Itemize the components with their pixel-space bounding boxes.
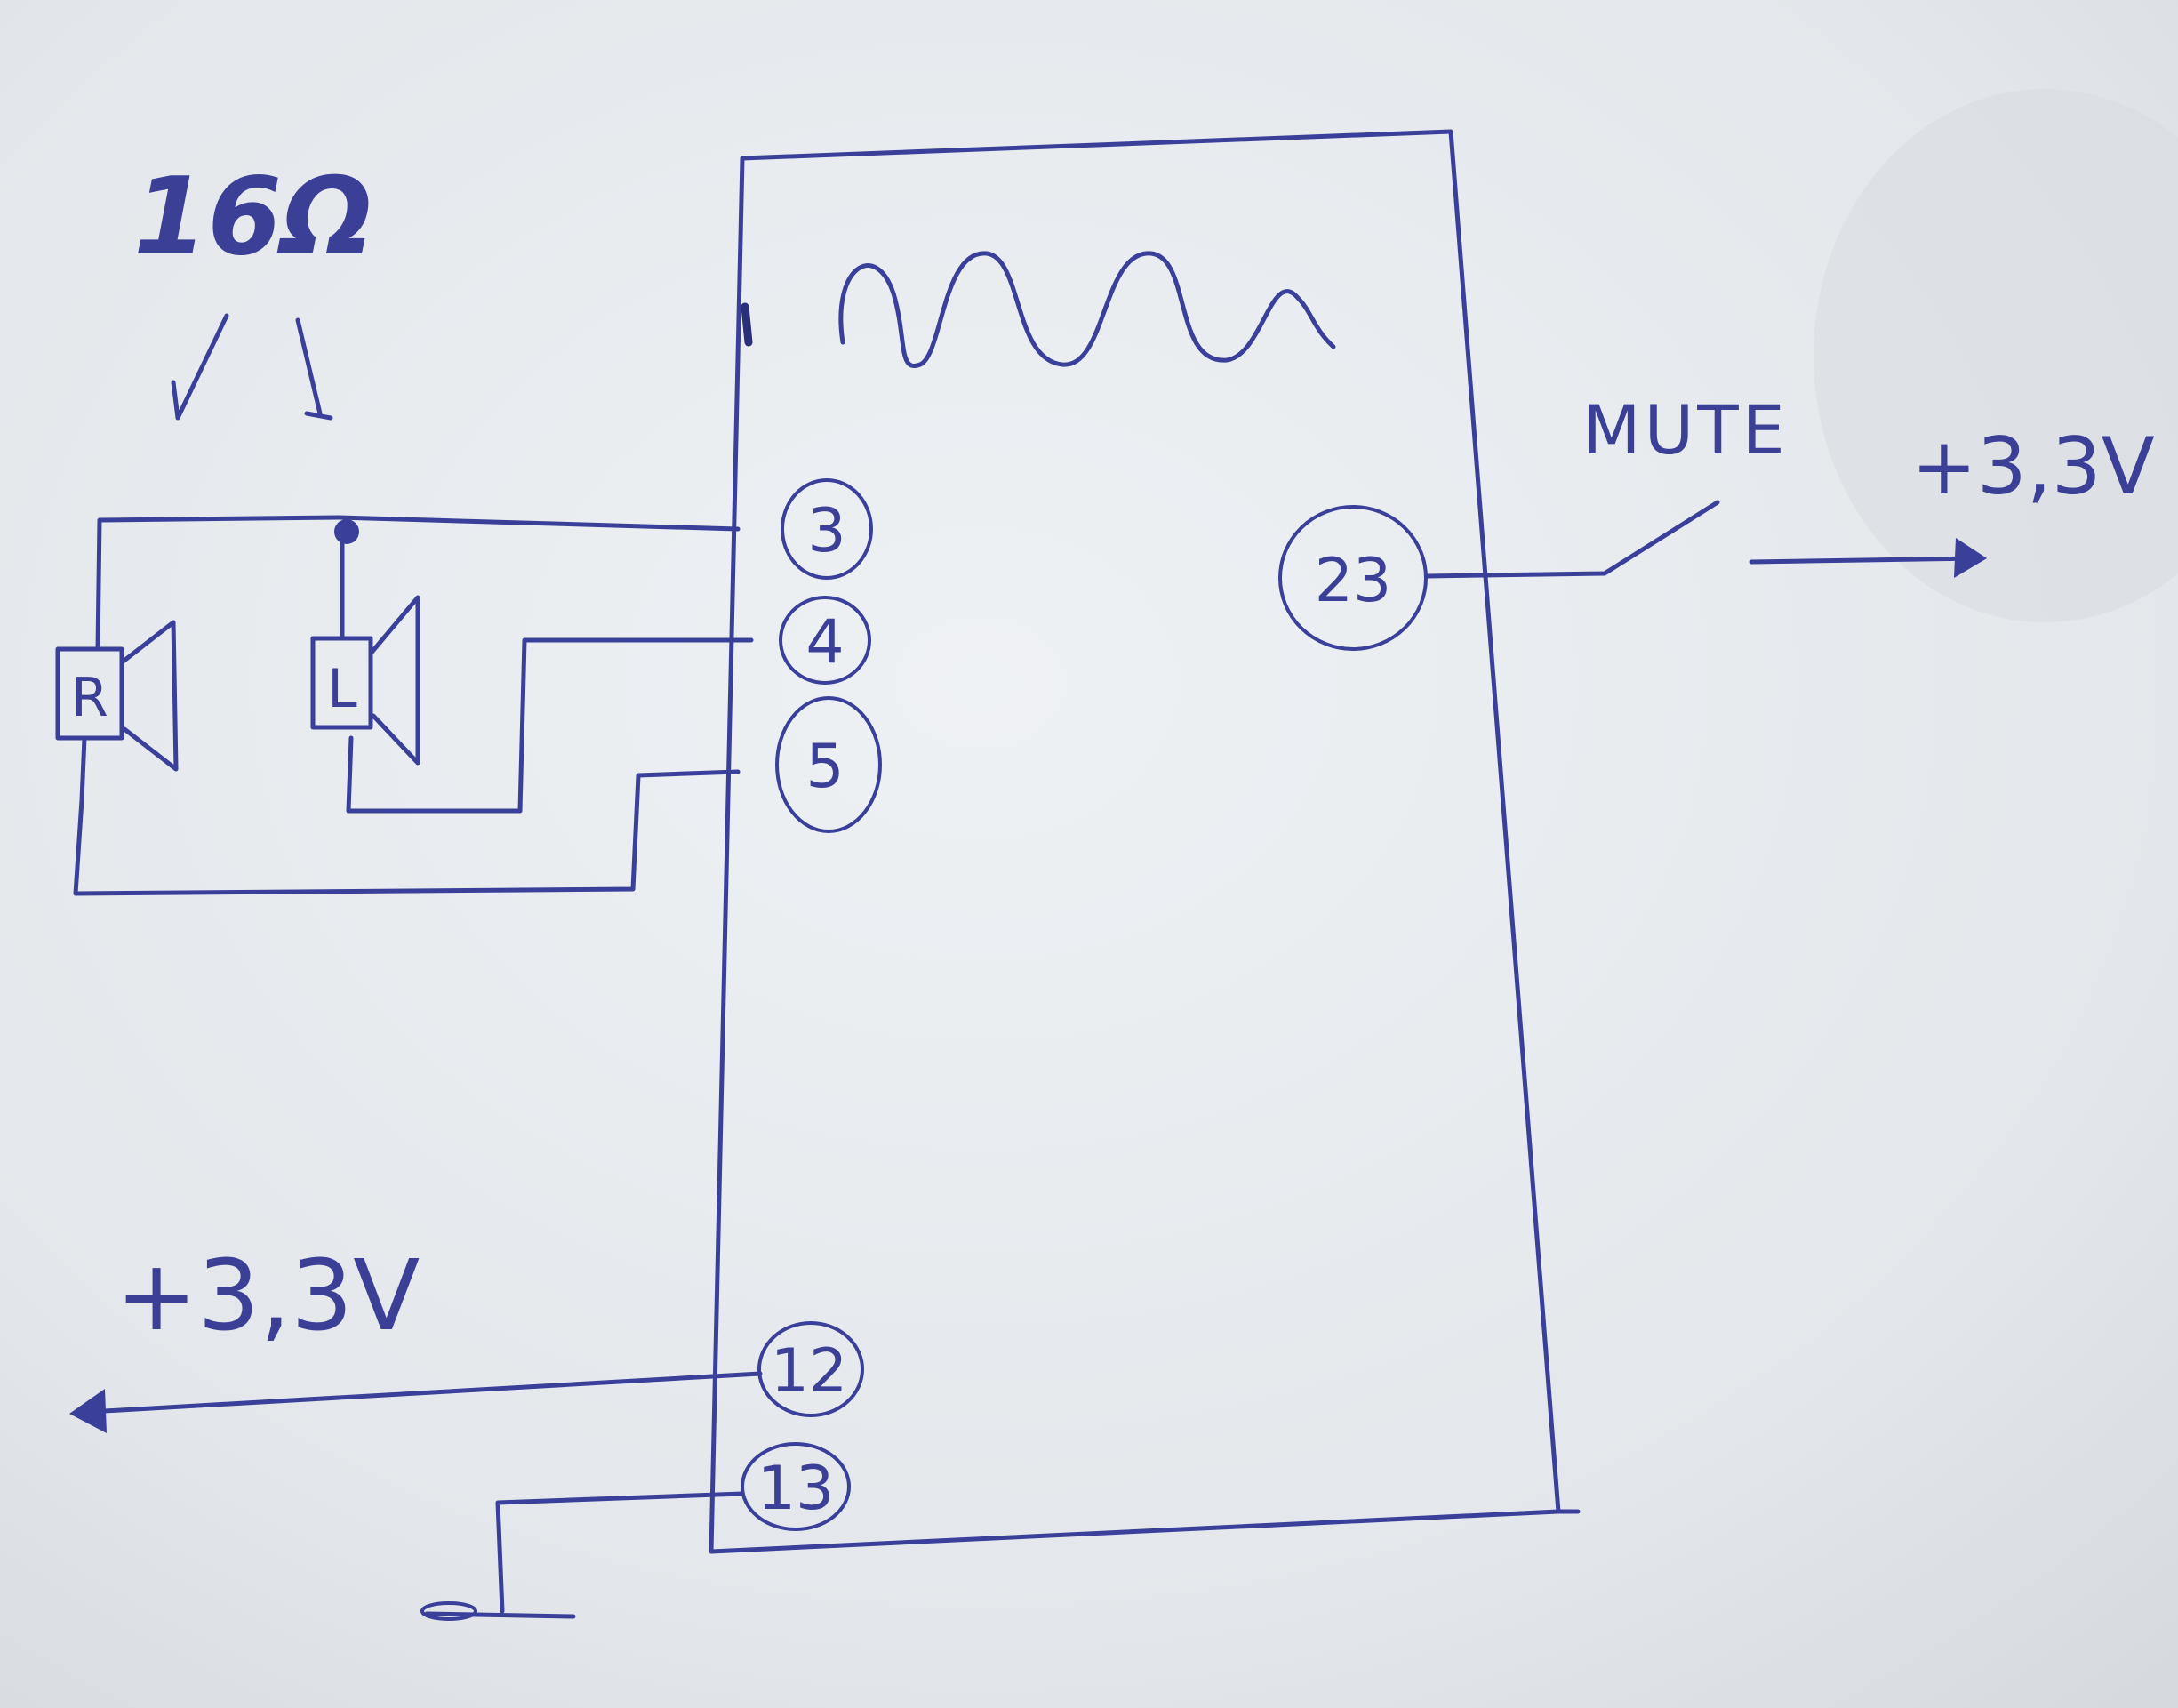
mute-supply-line [1749, 556, 1981, 565]
mute-supply-arrowhead [1954, 538, 1987, 578]
pin-13-label: 13 [757, 1454, 835, 1524]
mute-label: MUTE [1582, 390, 1789, 469]
speaker-right-magnet [55, 646, 124, 741]
mute-switch-contact [1424, 500, 1720, 579]
wire-pin5-right-speaker [73, 735, 741, 896]
impedance-arrow-right-speaker [171, 313, 229, 421]
speaker-left-label: L [327, 658, 357, 720]
speaker-right: R [55, 620, 179, 772]
speaker-left-magnet [310, 636, 373, 730]
wire-pin3-bus [95, 515, 741, 652]
speaker-right-label: R [71, 667, 108, 729]
supply-left-arrowhead [69, 1389, 107, 1433]
wire-pin12-supply [86, 1371, 763, 1415]
paper-shadow [1814, 89, 2178, 622]
pin-3-circle [781, 478, 873, 580]
ground-symbol-end [420, 1601, 477, 1621]
speaker-right-cone [119, 620, 179, 772]
ground-symbol [424, 1611, 576, 1619]
pin-12-circle [757, 1321, 864, 1417]
pin-5-label: 5 [805, 732, 844, 802]
ic-wave-symbol [838, 251, 1336, 368]
speaker-left: L [310, 595, 420, 766]
supply-left-label: +3,3V [116, 1239, 420, 1352]
impedance-label: 16Ω [133, 156, 372, 279]
wire-pin13-ground [495, 1491, 745, 1614]
impedance-arrow-left-speaker [295, 317, 333, 421]
ic-pin1-mark [741, 302, 753, 347]
pin-3-label: 3 [807, 496, 845, 566]
pin-5-circle [775, 696, 882, 833]
pin-12-label: 12 [771, 1336, 848, 1407]
supply-right-label: +3,3V [1911, 421, 2155, 512]
wire-pin4-left-speaker [346, 637, 754, 814]
pin-4-label: 4 [805, 607, 844, 678]
pin-4-circle [779, 596, 871, 685]
junction-dot [334, 519, 359, 544]
pin-23-label: 23 [1315, 546, 1392, 616]
pin-13-circle [741, 1442, 851, 1531]
speaker-left-cone [368, 595, 420, 766]
